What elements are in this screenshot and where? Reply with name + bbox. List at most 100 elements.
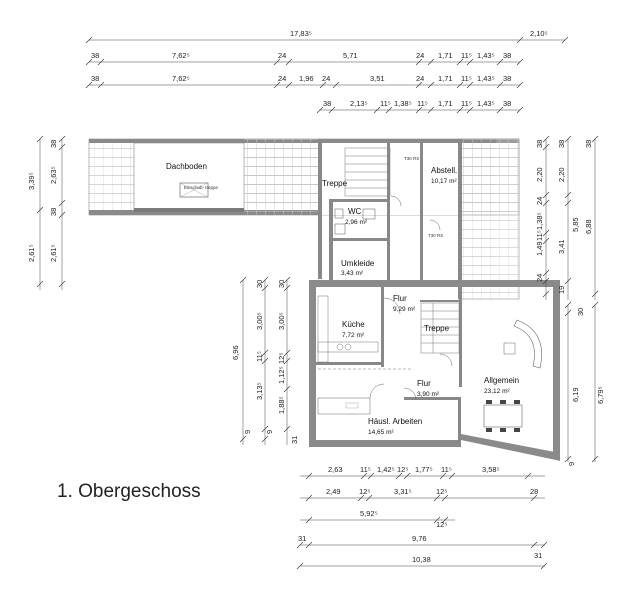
dim-r3-4: 11⁵ bbox=[417, 99, 428, 108]
dim-r2-10: 38 bbox=[503, 74, 511, 83]
dim-r3-0: 38 bbox=[323, 99, 331, 108]
dim-r1-2: 24 bbox=[278, 51, 286, 60]
dim-b1-4: 1,77⁵ bbox=[415, 465, 433, 474]
upper-stair bbox=[344, 147, 391, 197]
dim-b2-3: 12⁵ bbox=[436, 487, 447, 496]
label-wc: WC bbox=[348, 207, 362, 216]
dim-r2-9: 1,43⁵ bbox=[477, 74, 495, 83]
dimension-lines bbox=[39, 39, 596, 567]
dim-lt-0: 38 bbox=[49, 140, 58, 148]
dim-top-total: 17,83⁵ bbox=[290, 29, 312, 38]
dim-ll-5: 11⁵ bbox=[255, 351, 264, 362]
dim-ll-3: 3,00⁵ bbox=[277, 312, 286, 330]
dim-rt-7: 1,49 bbox=[535, 241, 544, 256]
dim-r3-5: 1,71 bbox=[438, 99, 453, 108]
area-haeusl: 14,65 m² bbox=[368, 429, 394, 436]
area-kueche: 7,72 m² bbox=[342, 332, 365, 339]
dim-ll-0: 30 bbox=[255, 280, 264, 288]
dim-b2-2: 3,31⁵ bbox=[394, 487, 412, 496]
dim-ll-10: 9 bbox=[243, 430, 252, 434]
area-wc: 2,96 m² bbox=[345, 219, 368, 226]
shower-tray bbox=[334, 223, 346, 235]
dim-b2-4: 28 bbox=[530, 487, 538, 496]
dim-r2-2: 24 bbox=[278, 74, 286, 83]
area-umkleide: 3,43 m² bbox=[341, 270, 364, 277]
room-labels: Dachboden Einschub- treppe Treppe Abstel… bbox=[166, 156, 519, 436]
dim-ll-8: 3,13⁵ bbox=[255, 382, 264, 400]
dim-r3-3: 1,38⁵ bbox=[394, 99, 412, 108]
dim-rt-8: 11⁵ bbox=[535, 230, 544, 241]
dim-ll-6: 12⁵ bbox=[277, 353, 286, 364]
dim-b1-5: 11⁵ bbox=[441, 465, 452, 474]
dim-r1-1: 7,62⁵ bbox=[172, 51, 190, 60]
dim-rt-11: 6,88 bbox=[584, 219, 593, 234]
dim-rt-9: 3,41 bbox=[557, 239, 566, 254]
label-flur1: Flur bbox=[393, 294, 407, 303]
dim-r2-0: 38 bbox=[91, 74, 99, 83]
area-abstell: 10,17 m² bbox=[431, 178, 457, 185]
dachboden-room bbox=[133, 142, 245, 211]
dim-r2-6: 24 bbox=[416, 74, 424, 83]
dim-r3-1: 2,13⁵ bbox=[350, 99, 368, 108]
label-umkleide: Umkleide bbox=[341, 259, 375, 268]
dim-rt-6: 1,38⁵ bbox=[535, 212, 544, 230]
dim-rt-13: 19 bbox=[557, 286, 566, 294]
walls-upper bbox=[318, 139, 462, 299]
dim-r1-8: 38 bbox=[503, 51, 511, 60]
dim-b1-0: 2,63 bbox=[328, 465, 343, 474]
label-dachboden: Dachboden bbox=[166, 162, 207, 171]
dim-r3-8: 38 bbox=[503, 99, 511, 108]
dim-r1-5: 1,71 bbox=[438, 51, 453, 60]
dining-table bbox=[483, 404, 523, 428]
dim-b3-1: 12⁵ bbox=[436, 520, 447, 529]
dim-b2-0: 2,49 bbox=[326, 487, 341, 496]
dim-b4-1: 9,76 bbox=[412, 534, 427, 543]
label-kueche: Küche bbox=[342, 320, 365, 329]
label-t30-top: T30 RS bbox=[404, 156, 419, 161]
dim-ll-12: 31 bbox=[290, 436, 299, 444]
dim-b1-2: 1,42⁵ bbox=[377, 465, 395, 474]
dim-r3-2: 11⁵ bbox=[380, 99, 391, 108]
dim-b4-2: 31 bbox=[534, 551, 542, 560]
dim-r1-6: 11⁵ bbox=[461, 51, 472, 60]
dim-b3-0: 5,92⁵ bbox=[360, 509, 378, 518]
dim-lt-2: 3,39⁵ bbox=[27, 172, 36, 190]
dim-r2-8: 11⁵ bbox=[461, 74, 472, 83]
dim-r1-3: 5,71 bbox=[343, 51, 358, 60]
dim-b5: 10,38 bbox=[412, 555, 431, 564]
dim-b1-6: 3,58⁵ bbox=[482, 465, 500, 474]
dim-b1-3: 12⁵ bbox=[397, 465, 408, 474]
dim-lt-5: 2,61⁵ bbox=[27, 244, 36, 262]
dim-ll-4: 6,96 bbox=[231, 345, 240, 360]
dim-rl-1: 6,19 bbox=[571, 387, 580, 402]
dim-r1-7: 1,43⁵ bbox=[477, 51, 495, 60]
desk bbox=[317, 397, 371, 415]
dimension-texts: 17,83⁵ 2,10⁵ 38 7,62⁵ 24 5,71 24 1,71 11… bbox=[27, 29, 605, 564]
dim-r3-7: 1,43⁵ bbox=[477, 99, 495, 108]
roof-area bbox=[88, 138, 520, 300]
label-haeusl: Häusl. Arbeiten bbox=[368, 417, 422, 426]
dim-rt-10: 5,85 bbox=[571, 217, 580, 232]
floor-title: 1. Obergeschoss bbox=[57, 481, 201, 502]
wc-toilet bbox=[334, 208, 344, 219]
dim-ll-7: 1,12⁵ bbox=[277, 366, 286, 384]
area-flur2: 3,90 m² bbox=[417, 391, 440, 398]
label-t30-mid: T30 RS bbox=[428, 233, 443, 238]
dim-rl-3: 9 bbox=[567, 462, 576, 466]
dim-lt-3: 38 bbox=[49, 208, 58, 216]
dim-rt-2: 38 bbox=[584, 140, 593, 148]
label-treppe-oben: Treppe bbox=[322, 179, 348, 188]
dim-r1-4: 24 bbox=[416, 51, 424, 60]
dimension-ticks bbox=[36, 36, 599, 570]
area-allgemein: 23,12 m² bbox=[484, 388, 510, 395]
dim-rt-12: 24 bbox=[535, 274, 544, 282]
dim-r1-0: 38 bbox=[91, 51, 99, 60]
dim-top-right: 2,10⁵ bbox=[530, 29, 548, 38]
dim-r2-5: 3,51 bbox=[370, 74, 385, 83]
label-flur2: Flur bbox=[417, 379, 431, 388]
dim-b1-1: 11⁵ bbox=[360, 465, 371, 474]
dim-b2-1: 12⁵ bbox=[359, 487, 370, 496]
dim-r2-7: 1,71 bbox=[438, 74, 453, 83]
area-flur1: 9,29 m² bbox=[393, 306, 416, 313]
label-einschub: Einschub- treppe bbox=[184, 185, 219, 190]
